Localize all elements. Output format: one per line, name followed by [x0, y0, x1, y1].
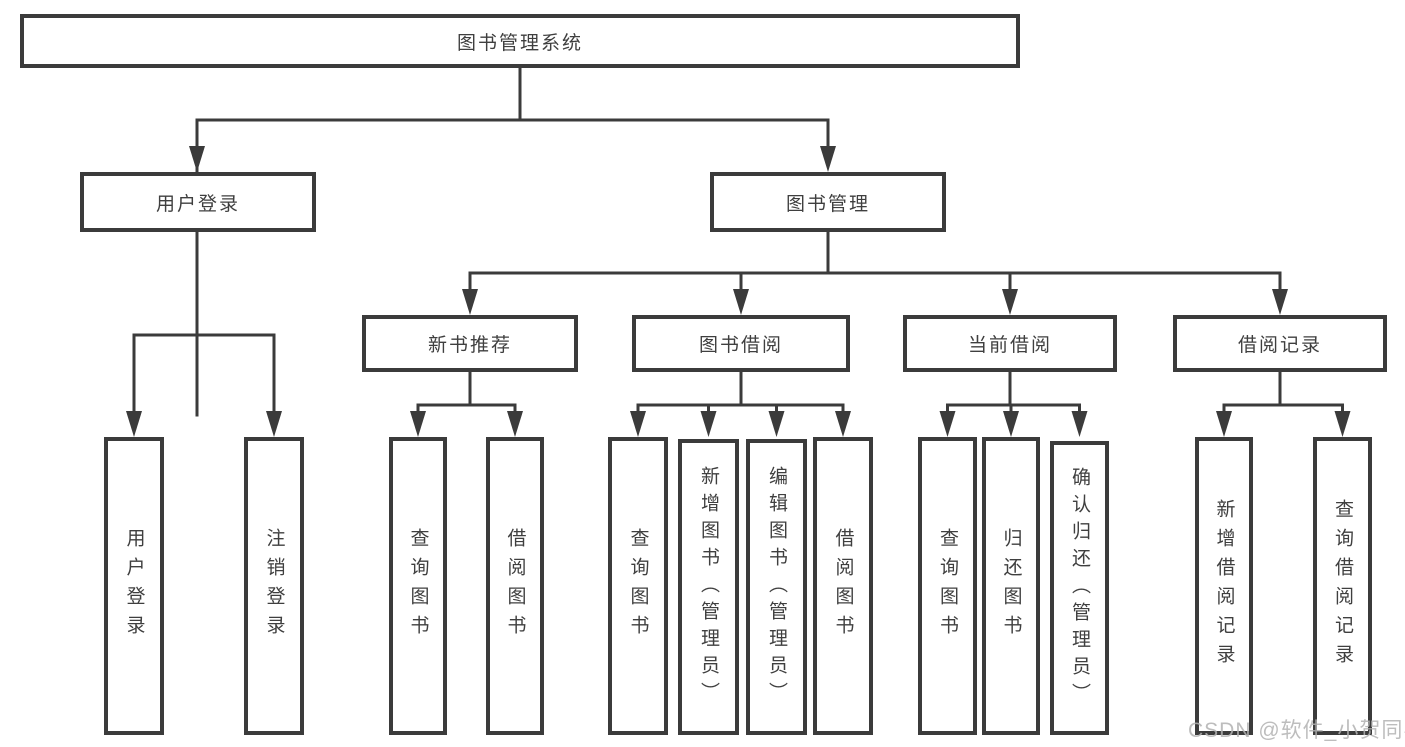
node-current-borrow: 当前借阅	[903, 315, 1117, 372]
leaf-borrow-book: 借阅图书	[813, 437, 873, 735]
leaf-add-borrow-record: 新增借阅记录	[1195, 437, 1253, 735]
node-borrow-records: 借阅记录	[1173, 315, 1387, 372]
connector-new-book-to-leaves	[410, 370, 523, 437]
csdn-watermark: CSDN @软件_小贺同学	[1188, 719, 1405, 742]
connector-book-mgmt-to-sections	[462, 230, 1288, 315]
leaf-user-login: 用户登录	[104, 437, 164, 735]
node-new-book-recommend: 新书推荐	[362, 315, 578, 372]
node-book-management: 图书管理	[710, 172, 946, 232]
connector-borrow-records-to-leaves	[1216, 370, 1351, 437]
leaf-query-book-borrow: 查询图书	[608, 437, 668, 735]
connector-user-login-to-leaves	[126, 230, 282, 437]
leaf-query-book-recommend: 查询图书	[389, 437, 447, 735]
leaf-add-book-admin: 新增图书（管理员）	[678, 439, 739, 735]
node-book-borrow: 图书借阅	[632, 315, 850, 372]
leaf-query-book-current: 查询图书	[918, 437, 977, 735]
leaf-edit-book-admin: 编辑图书（管理员）	[746, 439, 807, 735]
leaf-logout: 注销登录	[244, 437, 304, 735]
connector-current-borrow-to-leaves	[939, 370, 1088, 437]
node-library-management-system: 图书管理系统	[20, 14, 1020, 68]
leaf-return-book: 归还图书	[982, 437, 1040, 735]
leaf-borrow-book-recommend: 借阅图书	[486, 437, 544, 735]
connector-root-to-branches	[189, 66, 836, 417]
leaf-confirm-return-admin: 确认归还（管理员）	[1050, 441, 1109, 735]
connector-book-borrow-to-leaves	[630, 370, 851, 437]
leaf-query-borrow-record: 查询借阅记录	[1313, 437, 1372, 735]
node-user-login: 用户登录	[80, 172, 316, 232]
